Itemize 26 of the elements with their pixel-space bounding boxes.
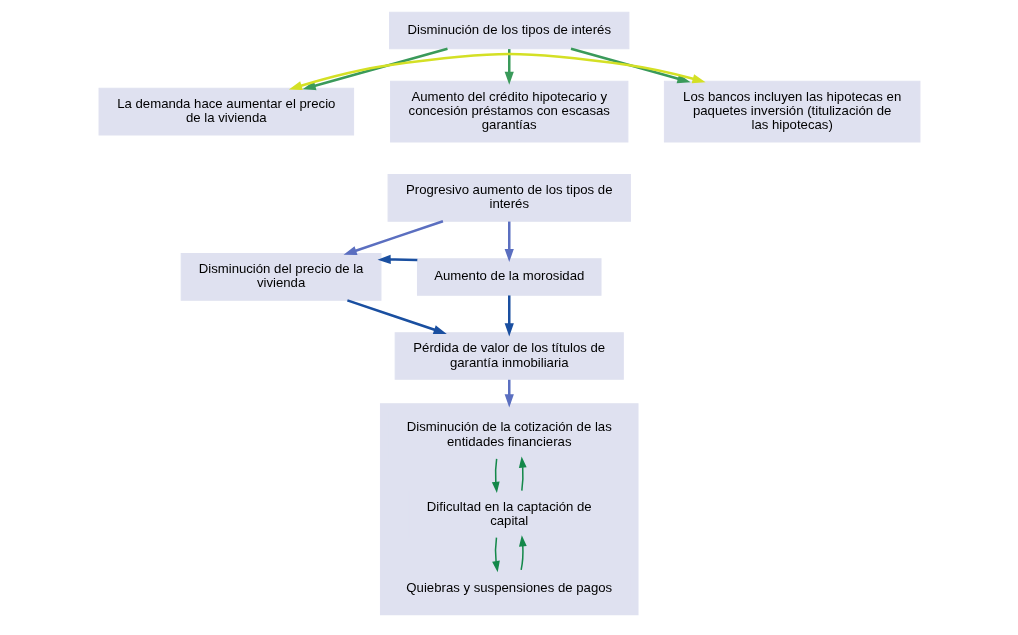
arrow bbox=[491, 536, 500, 573]
arrow bbox=[504, 49, 514, 85]
arrow bbox=[570, 47, 691, 84]
node-box: Aumento del crédito hipotecario y concesión préstamos con escasas garantías bbox=[389, 80, 628, 143]
arrow bbox=[377, 254, 417, 265]
cluster bbox=[379, 403, 639, 616]
node-box: La demanda hace aumentar el precio de la vivienda bbox=[98, 87, 354, 136]
node-text: Disminución de la cotización de las entidades financieras bbox=[406, 419, 612, 449]
arrow bbox=[518, 456, 527, 492]
arrow bbox=[504, 379, 514, 408]
arrow bbox=[343, 220, 443, 255]
arrow bbox=[504, 295, 514, 337]
node-box: Aumento de la morosidad bbox=[416, 258, 602, 296]
node-box: Disminución del precio de la vivienda bbox=[180, 253, 381, 301]
node-box: Pérdida de valor de los títulos de garantía inmobiliaria bbox=[394, 332, 624, 380]
node-box: Disminución de los tipos de interés bbox=[388, 11, 629, 50]
arrow bbox=[302, 47, 448, 91]
node-text: Dificultad en la captación de capital bbox=[426, 498, 592, 528]
arrow bbox=[518, 535, 527, 571]
arrow bbox=[346, 299, 447, 335]
arrow bbox=[504, 221, 514, 263]
node-box: Progresivo aumento de los tipos de interés bbox=[387, 174, 631, 222]
arrow bbox=[491, 458, 500, 493]
arrow bbox=[288, 52, 706, 90]
node-box: Los bancos incluyen las hipotecas en paquetes inversión (titulización de las hipotecas) bbox=[663, 80, 920, 143]
node-text: Quiebras y suspensiones de pagos bbox=[405, 579, 612, 595]
